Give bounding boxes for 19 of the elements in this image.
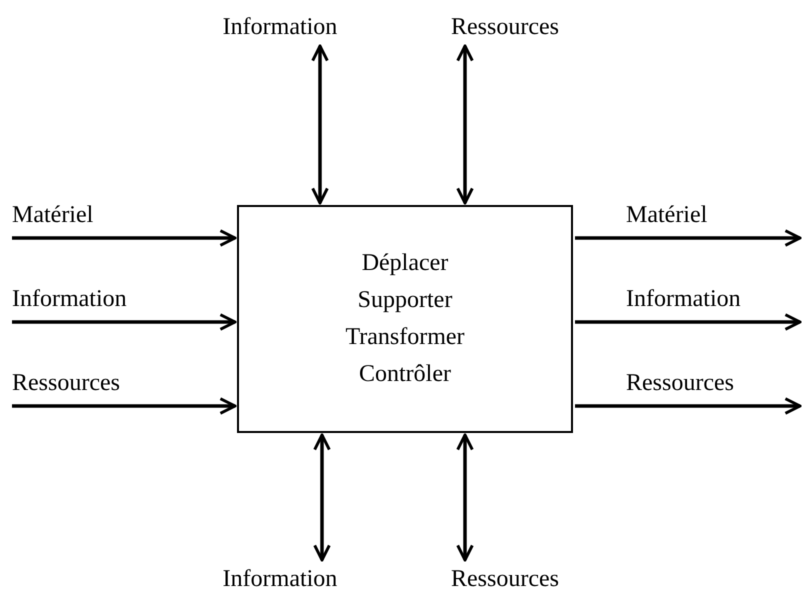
double-arrow	[311, 44, 329, 204]
process-text: Déplacer	[362, 249, 448, 278]
process-text: Supporter	[358, 286, 452, 315]
flow-label: Information	[200, 562, 360, 596]
arrow	[12, 397, 236, 415]
double-arrow	[456, 44, 474, 204]
arrow	[12, 313, 236, 331]
flow-label: Information	[200, 10, 360, 44]
double-arrow	[313, 434, 331, 562]
arrow	[575, 229, 802, 247]
process-box	[237, 205, 573, 433]
arrow	[12, 229, 236, 247]
arrow	[575, 313, 802, 331]
flow-label: Ressources	[430, 562, 580, 596]
process-text: Transformer	[345, 323, 465, 352]
arrow	[575, 397, 802, 415]
flow-label: Ressources	[430, 10, 580, 44]
process-text: Contrôler	[359, 360, 451, 389]
double-arrow	[456, 434, 474, 562]
